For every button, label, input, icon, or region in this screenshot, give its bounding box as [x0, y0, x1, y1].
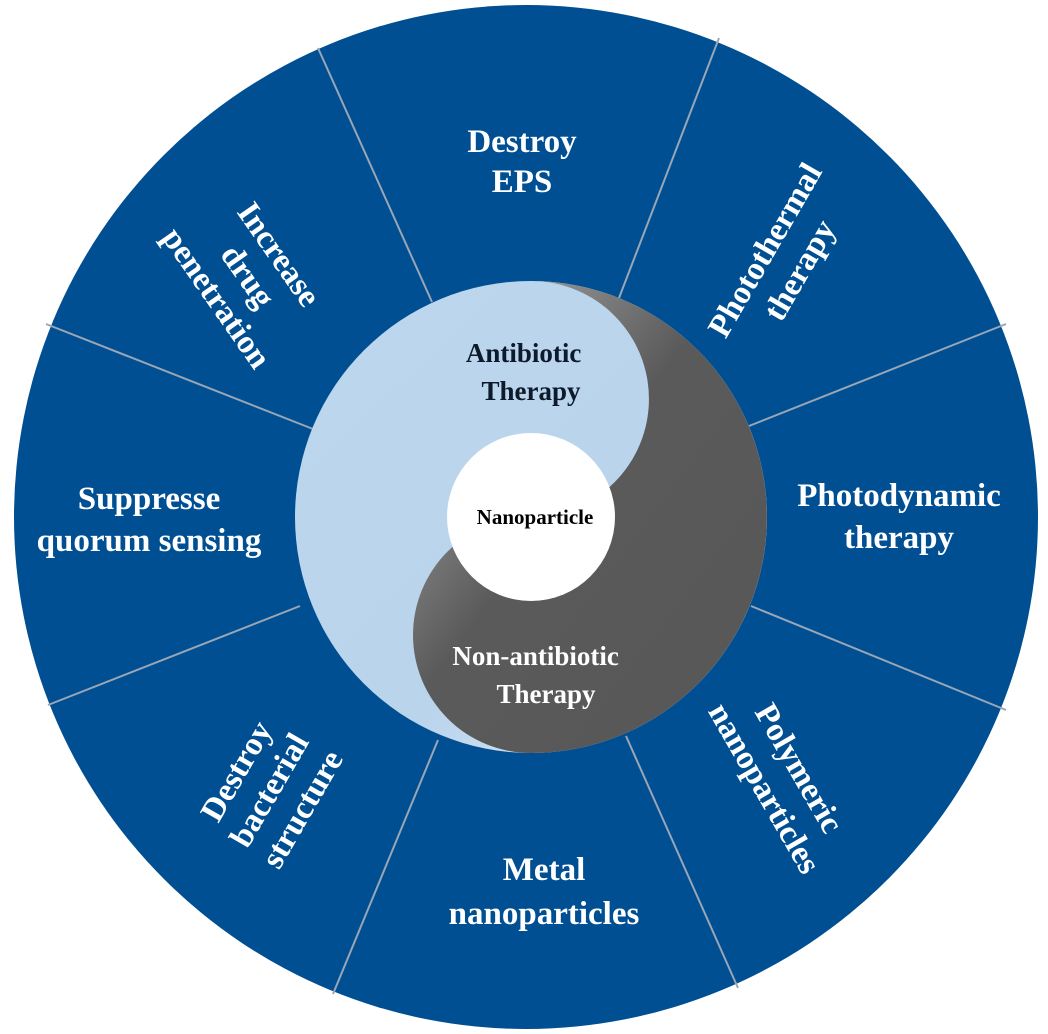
- segment-metal-line-2: nanoparticles: [449, 896, 640, 932]
- divider-line-8: [45, 323, 314, 430]
- segment-dividers: [45, 37, 1007, 995]
- segment-quorum-sensing-line-1: Suppresse: [78, 481, 220, 517]
- nanoparticle-center: [447, 433, 615, 601]
- divider-line-2: [618, 37, 720, 299]
- divider-line-4: [750, 605, 1007, 711]
- segment-label-metal: Metal nanoparticles: [449, 852, 640, 932]
- antibiotic-line-1: Antibiotic: [466, 338, 582, 368]
- segment-metal-line-1: Metal: [503, 852, 585, 888]
- non-antibiotic-line-1: Non-antibiotic: [452, 641, 619, 671]
- nanoparticle-label: Nanoparticle: [477, 505, 594, 529]
- segment-label-photodynamic: Photodynamic therapy: [797, 478, 1001, 556]
- divider-line-7: [47, 605, 301, 706]
- segment-photodynamic: Photodynamic therapy: [797, 478, 1001, 556]
- segment-destroy-eps-line-1: Destroy: [467, 124, 577, 160]
- divider-line-3: [748, 323, 1007, 427]
- segment-quorum-sensing: Suppresse quorum sensing: [37, 481, 262, 559]
- antibiotic-line-2: Therapy: [481, 376, 581, 406]
- divider-line-5: [625, 735, 739, 989]
- yin-yang-core: [295, 281, 767, 753]
- segment-photodynamic-line-2: therapy: [844, 520, 954, 556]
- non-antibiotic-therapy-label: Non-antibiotic Therapy: [452, 641, 625, 709]
- divider-line-6: [332, 739, 439, 995]
- segment-label-quorum-sensing: Suppresse quorum sensing: [37, 481, 262, 559]
- segment-destroy-eps-line-2: EPS: [492, 164, 553, 200]
- segment-metal: Metal nanoparticles: [449, 852, 640, 932]
- segment-photodynamic-line-1: Photodynamic: [797, 478, 1001, 514]
- non-antibiotic-line-2: Therapy: [496, 679, 596, 709]
- divider-line-1: [317, 47, 433, 303]
- antibiotic-therapy-label: Antibiotic Therapy: [466, 338, 588, 406]
- segment-quorum-sensing-line-2: quorum sensing: [37, 523, 262, 559]
